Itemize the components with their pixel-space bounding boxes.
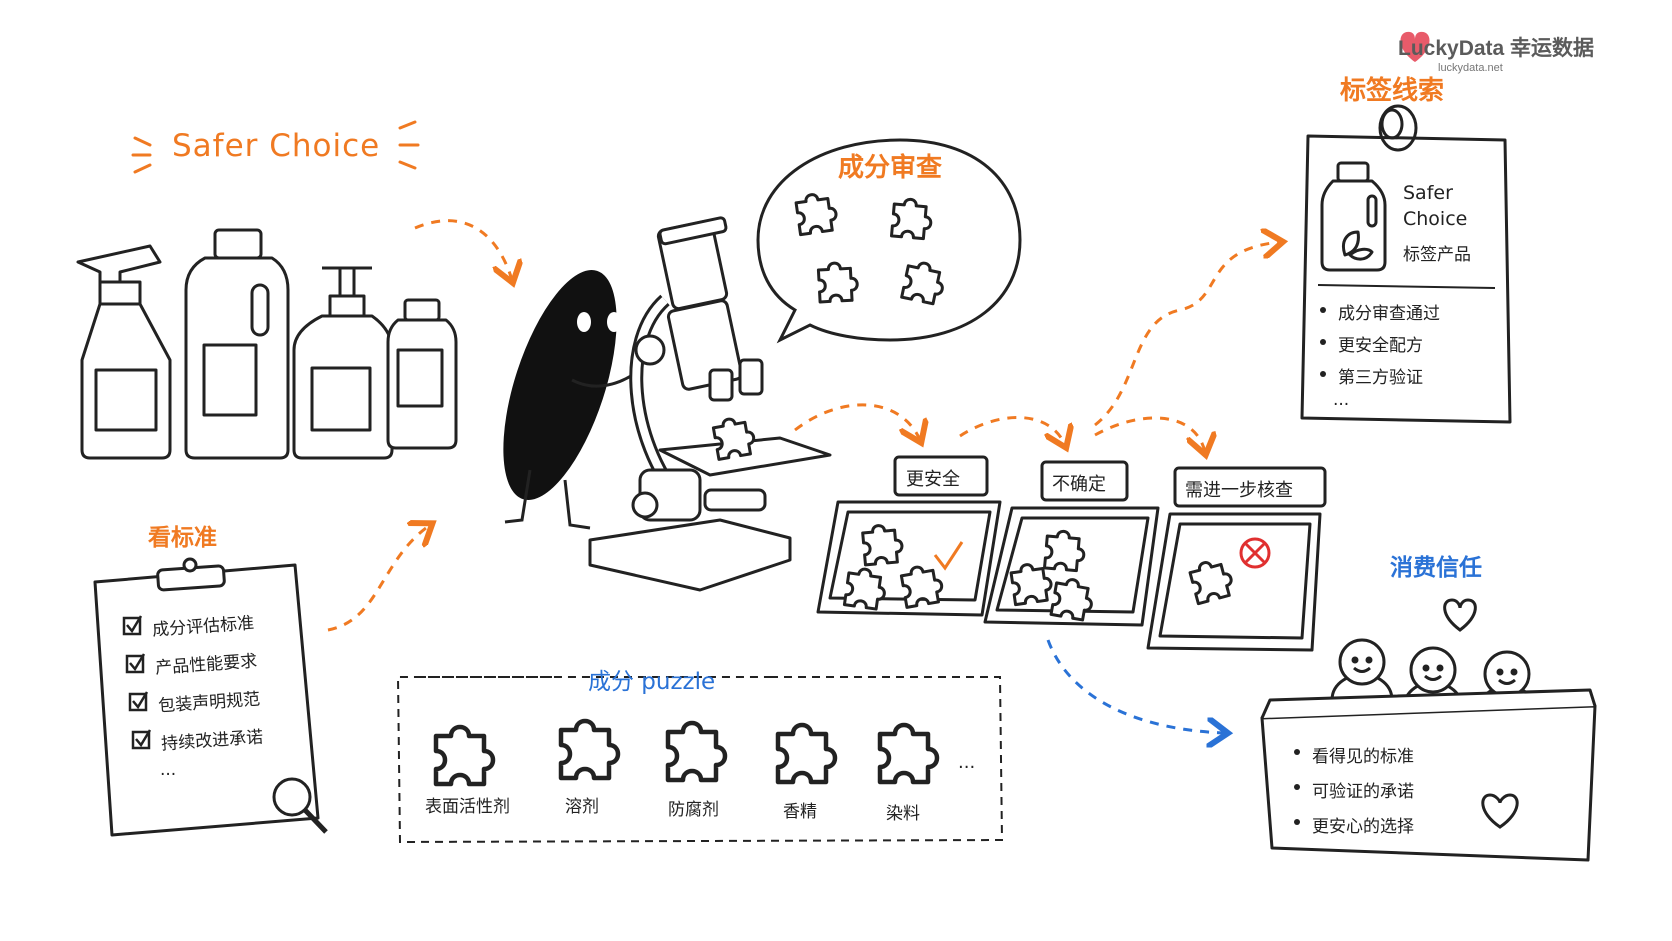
- bottle-leaf-icon: [1320, 161, 1387, 272]
- heart-logo-icon: [1400, 31, 1430, 62]
- card-line1: Safer: [1403, 182, 1453, 204]
- card-line2: Choice: [1403, 208, 1468, 230]
- bean-character-icon: [503, 270, 641, 530]
- brand: LuckyData 幸运数据 luckydata.net: [1398, 32, 1594, 74]
- bubble-title: 成分审查: [838, 153, 943, 183]
- puzzle-label: 溶剂: [565, 797, 599, 817]
- pump-bottle-icon: [292, 266, 394, 460]
- label-ellipsis: ...: [1333, 390, 1350, 410]
- trust-arrow: [1046, 639, 1225, 733]
- safer-choice-title: Safer Choice: [172, 128, 381, 164]
- puzzle-piece-icon: [778, 725, 835, 782]
- puzzle-piece-icon: [668, 723, 725, 780]
- heart-icon: [1443, 598, 1477, 632]
- heart-icon: [1481, 793, 1519, 829]
- puzzle-piece-icon: [436, 727, 493, 784]
- puzzle-label: 防腐剂: [668, 800, 719, 820]
- trust-bullets: [1294, 749, 1300, 825]
- tray-label-safer: 更安全: [906, 469, 960, 490]
- trust-item: 更安心的选择: [1312, 817, 1414, 837]
- check-icon: [933, 541, 964, 571]
- flow-arrows: [327, 219, 1280, 632]
- standards-title: 看标准: [148, 525, 217, 551]
- label-bullets: [1320, 307, 1326, 377]
- clipboard-icon: [93, 557, 320, 837]
- puzzle-ellipsis: ...: [958, 752, 976, 773]
- puzzle-title: 成分 puzzle: [588, 669, 716, 695]
- tray-label-uncertain: 不确定: [1052, 474, 1106, 495]
- puzzle-label: 香精: [783, 802, 817, 822]
- trust-box: [1260, 688, 1597, 862]
- label-item: 成分审查通过: [1338, 304, 1440, 324]
- puzzle-label: 表面活性剂: [425, 797, 510, 817]
- small-bottle-icon: [386, 298, 458, 450]
- tray-label-check-further: 需进一步核查: [1185, 480, 1293, 501]
- puzzle-piece-icon: [880, 725, 937, 782]
- label-title: 标签线索: [1340, 76, 1445, 106]
- trust-title: 消费信任: [1390, 555, 1482, 581]
- magnifier-icon: [272, 777, 328, 834]
- brand-url: luckydata.net: [1438, 62, 1503, 74]
- standards-ellipsis: ...: [160, 760, 177, 780]
- card-line3: 标签产品: [1403, 245, 1471, 265]
- trust-item: 看得见的标准: [1312, 747, 1414, 767]
- puzzle-label: 染料: [886, 804, 920, 824]
- trust-item: 可验证的承诺: [1312, 782, 1414, 802]
- puzzle-box-border: [396, 676, 1004, 844]
- puzzle-piece-icon: [561, 721, 618, 778]
- brand-name: LuckyData 幸运数据: [1398, 37, 1595, 60]
- microscope-icon: [588, 216, 832, 592]
- checkbox-icons: [122, 615, 152, 750]
- large-bottle-icon: [184, 228, 290, 460]
- cross-icon: [1239, 537, 1271, 569]
- sparkle-icon: [131, 120, 420, 174]
- label-item: 更安全配方: [1338, 336, 1423, 356]
- spray-bottle-icon: [76, 244, 172, 460]
- label-item: 第三方验证: [1338, 368, 1423, 388]
